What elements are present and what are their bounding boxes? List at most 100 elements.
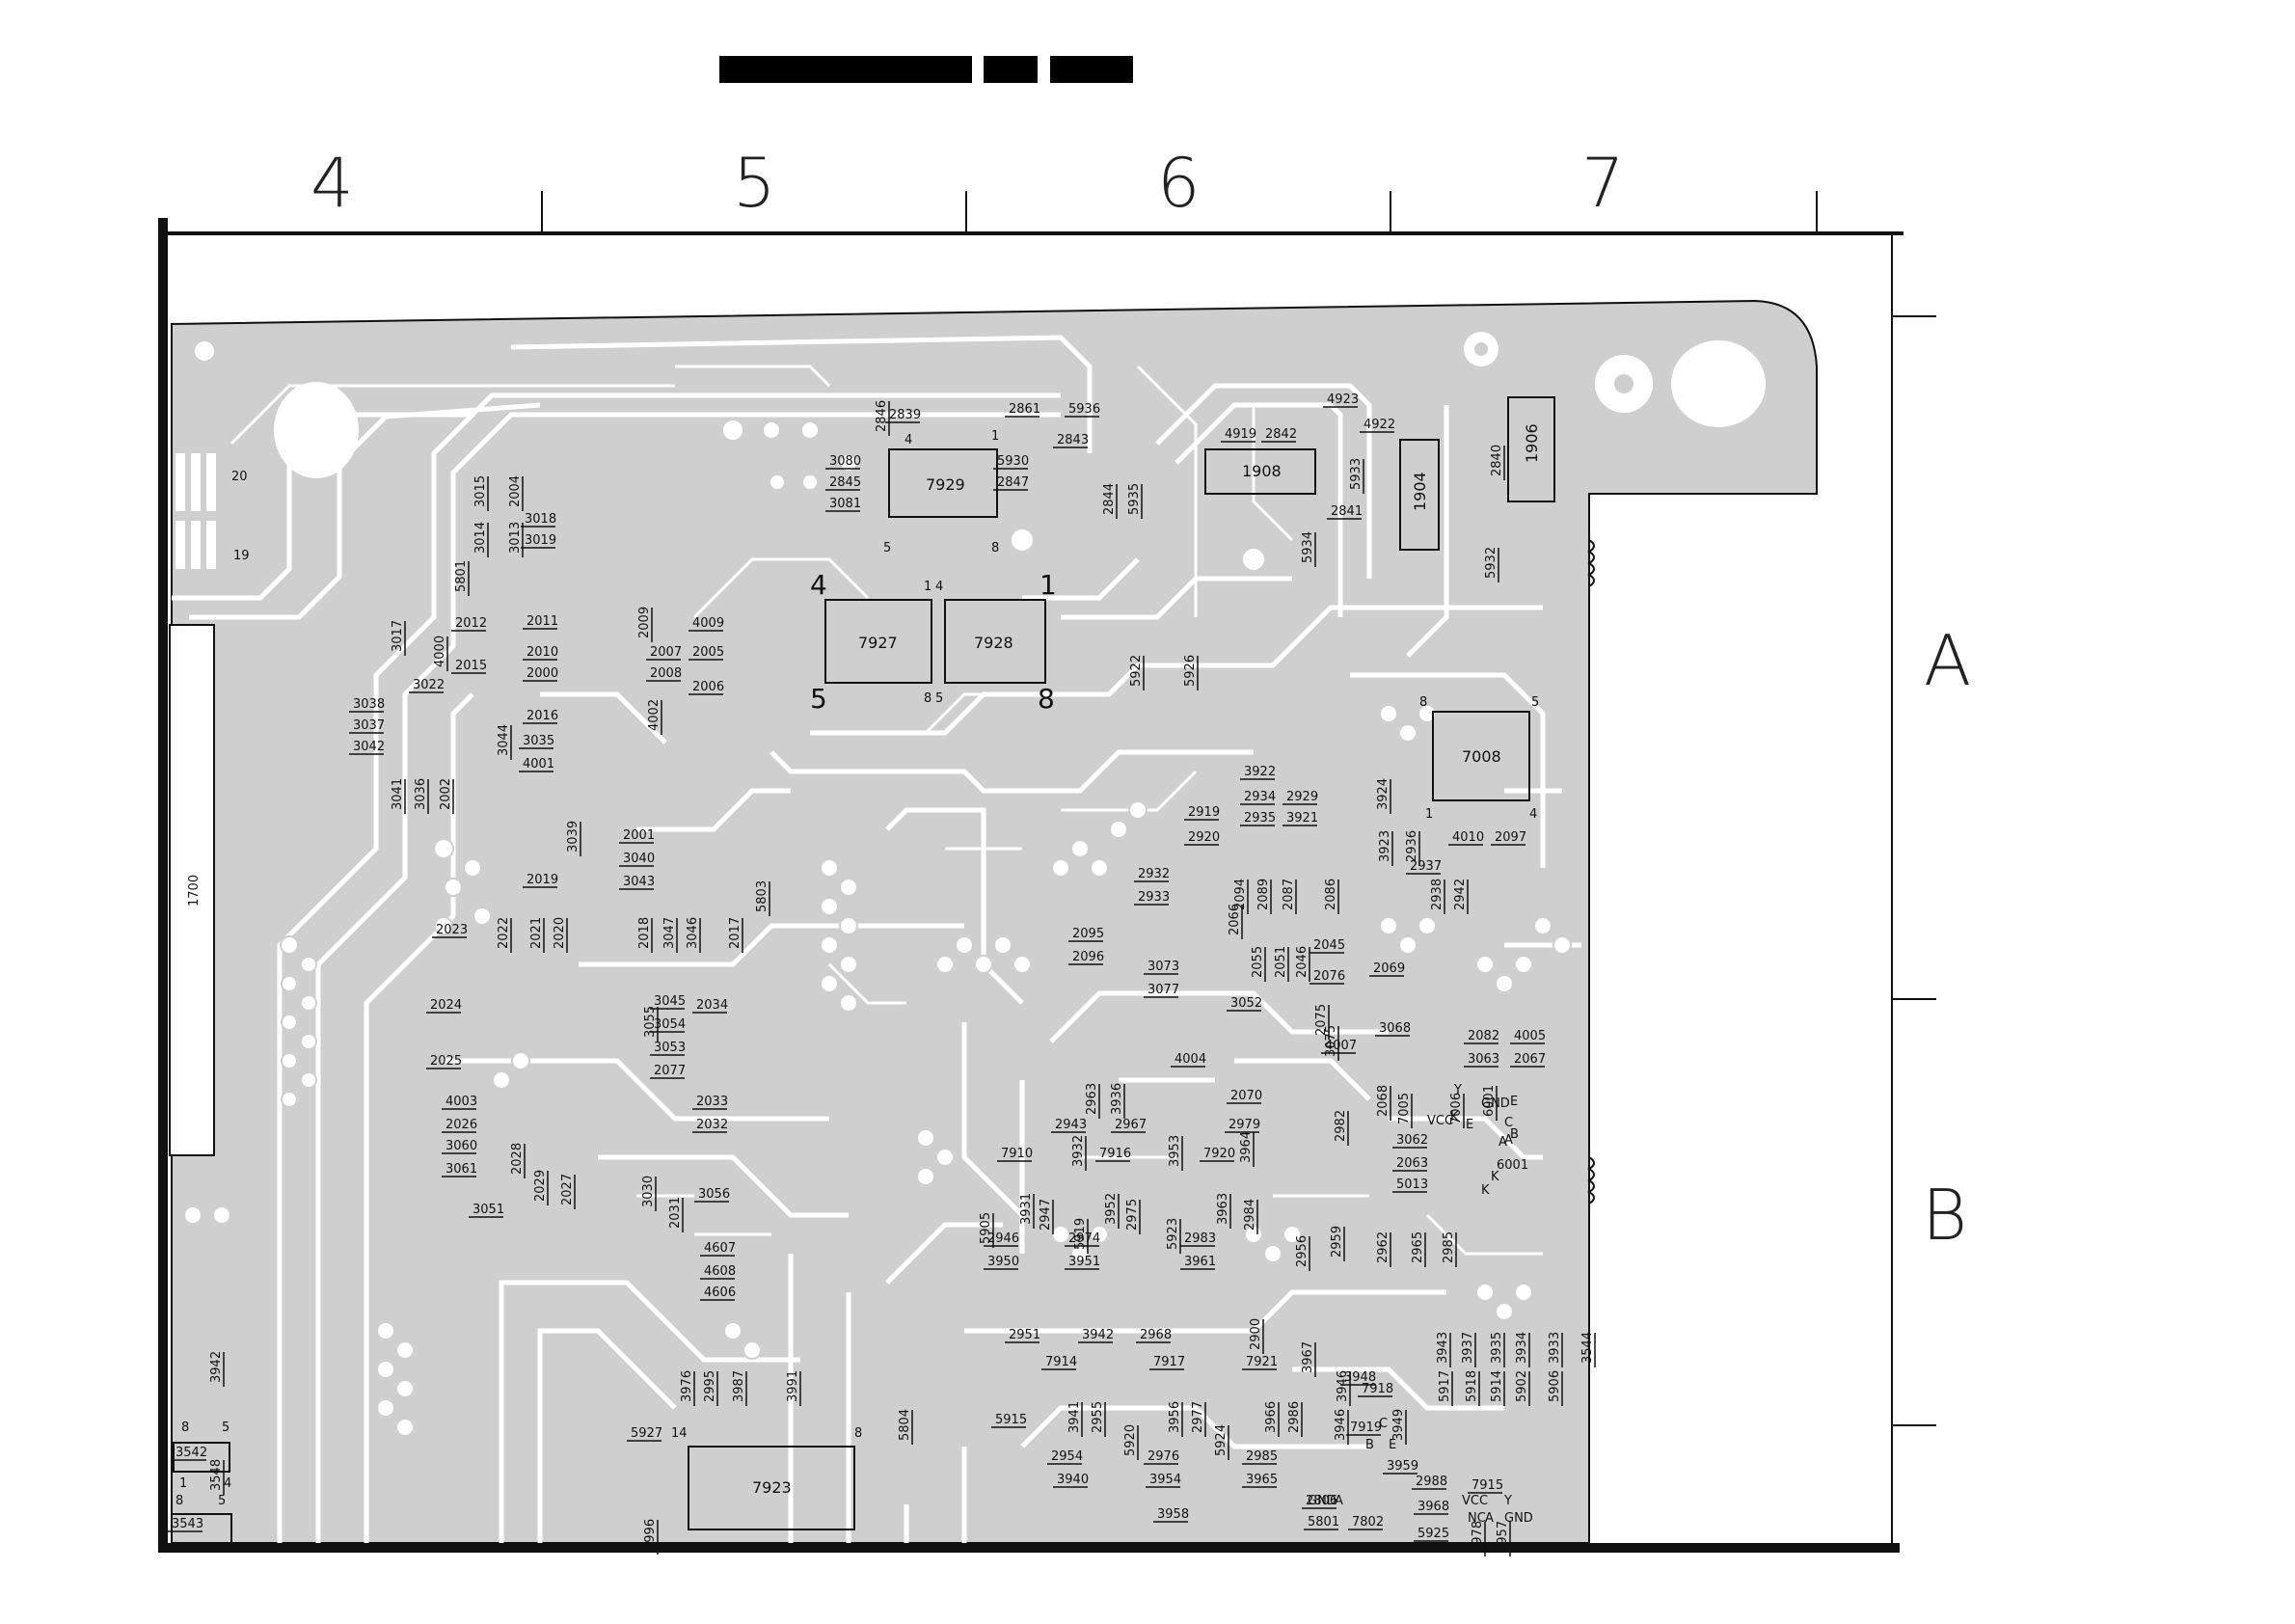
ic-7923: 7923 14 8: [671, 1426, 862, 1530]
component-ref: 2995: [703, 1370, 718, 1406]
component-ref: 3948: [1340, 1370, 1376, 1386]
component-ref: 5803: [755, 880, 770, 916]
component-ref: 2956: [1295, 1235, 1310, 1271]
component-ref-text: 2806: [1306, 1494, 1337, 1508]
signal-label: Y: [1453, 1083, 1462, 1097]
component-ref-text: 2979: [1228, 1118, 1260, 1132]
component-ref: 3081: [825, 497, 861, 512]
component-ref-text: 3933: [1548, 1332, 1562, 1364]
pin-number: 4: [810, 569, 827, 601]
component-ref: 2063: [1392, 1156, 1428, 1172]
component-ref-text: 3922: [1244, 765, 1276, 779]
component-ref-text: 2019: [526, 873, 558, 887]
component-ref-text: 2846: [875, 400, 889, 432]
component-ref: 2946: [984, 1232, 1019, 1247]
component-ref-text: 3039: [566, 821, 580, 853]
component-ref: 2051: [1274, 946, 1289, 982]
component-ref: 3935: [1490, 1332, 1505, 1367]
signal-label: B: [1510, 1127, 1519, 1142]
component-ref-text: 2983: [1184, 1232, 1216, 1246]
component-ref: 2032: [692, 1118, 728, 1133]
component-ref-text: 7802: [1352, 1515, 1384, 1529]
component-ref: 3030: [641, 1176, 657, 1211]
component-ref-text: 5932: [1484, 547, 1498, 579]
component-ref-text: 3062: [1396, 1133, 1428, 1148]
component-ref: 7916: [1095, 1147, 1131, 1162]
component-ref: 4010: [1448, 830, 1484, 846]
component-ref: 4919: [1221, 427, 1256, 443]
component-ref: 3038: [349, 697, 385, 713]
component-ref-text: 3015: [473, 475, 488, 507]
component-ref-text: 3946: [1334, 1409, 1348, 1441]
component-ref: 5922: [1129, 655, 1145, 690]
component-ref: 2935: [1240, 811, 1276, 826]
component-ref-text: 3038: [353, 697, 385, 712]
component-ref-text: 2932: [1138, 867, 1170, 881]
component-ref-text: 4009: [692, 616, 724, 631]
component-ref-text: 2032: [696, 1118, 728, 1132]
component-ref-text: 4608: [704, 1264, 736, 1279]
component-ref-text: 2844: [1102, 483, 1117, 515]
component-ref: 3019: [521, 533, 556, 549]
row-ruler: A B: [1892, 315, 1971, 1426]
component-ref: 2933: [1134, 890, 1170, 906]
signal-label: 6001: [1497, 1158, 1528, 1173]
component-ref: 2028: [510, 1143, 526, 1178]
component-ref-text: 2069: [1373, 961, 1405, 976]
component-ref: 3931: [1019, 1193, 1035, 1229]
ic-7927: 7927 4 1 5 8: [810, 569, 932, 715]
component-ref: 3946: [1336, 1370, 1351, 1406]
component-ref: 7006: [1449, 1093, 1465, 1128]
component-ref-text: 2089: [1256, 879, 1271, 910]
component-ref-text: 3964: [1239, 1131, 1254, 1163]
component-ref-text: 2006: [692, 680, 724, 694]
component-ref: 2844: [1102, 483, 1118, 519]
component-ref-text: 3931: [1019, 1193, 1034, 1225]
signal-label: K: [1481, 1183, 1490, 1198]
component-ref-text: 3019: [525, 533, 556, 548]
component-ref: 5934: [1301, 531, 1316, 567]
component-ref-text: 3018: [525, 512, 556, 527]
component-ref: 5933: [1349, 458, 1364, 494]
signal-label: C: [1379, 1417, 1388, 1431]
component-ref: 2033: [692, 1095, 728, 1110]
component-ref-text: 3544: [1580, 1332, 1595, 1364]
component-ref: 3039: [566, 821, 581, 856]
component-ref: 5936: [1065, 402, 1100, 418]
component-ref: 2016: [523, 709, 558, 724]
component-ref: 3987: [732, 1370, 747, 1406]
column-ruler: 4 5 6 7: [310, 144, 1818, 233]
pin-number: 1: [1425, 807, 1433, 822]
component-ref-text: 4923: [1327, 392, 1359, 407]
component-ref: 2937: [1406, 859, 1442, 875]
component-ref-text: 2024: [430, 998, 462, 1013]
component-ref-text: 2076: [1313, 969, 1345, 984]
component-ref: 2097: [1491, 830, 1526, 846]
component-ref: 2962: [1376, 1232, 1391, 1267]
component-ref-text: 2900: [1249, 1318, 1263, 1350]
component-ref: 5927: [627, 1426, 662, 1442]
component-ref-text: 2976: [1148, 1449, 1179, 1464]
component-ref: 2019: [523, 873, 558, 888]
component-ref: 2920: [1184, 830, 1220, 846]
component-ref: 4923: [1323, 392, 1359, 408]
component-ref-text: 2012: [455, 616, 487, 631]
pin-number: 5: [222, 1421, 230, 1435]
component-ref-text: 7914: [1045, 1355, 1077, 1369]
component-ref-text: 4606: [704, 1286, 736, 1300]
component-ref: 3061: [442, 1162, 477, 1177]
component-ref: 5914: [1490, 1370, 1505, 1406]
component-ref: 4003: [442, 1095, 477, 1110]
component-ref-text: 3934: [1515, 1332, 1529, 1364]
component-ref-text: 3548: [209, 1459, 224, 1491]
component-ref: 5917: [1438, 1370, 1453, 1406]
component-ref: 7802: [1348, 1515, 1384, 1530]
component-ref: 2020: [553, 917, 568, 953]
component-ref-text: 2009: [637, 607, 652, 638]
component-ref-text: 3013: [508, 522, 523, 554]
component-label: 1906: [1523, 423, 1541, 463]
component-ref-text: 3951: [1068, 1255, 1100, 1269]
signal-label: E: [1389, 1438, 1396, 1452]
component-ref-text: 7919: [1350, 1421, 1382, 1435]
component-ref: 2943: [1051, 1118, 1087, 1133]
